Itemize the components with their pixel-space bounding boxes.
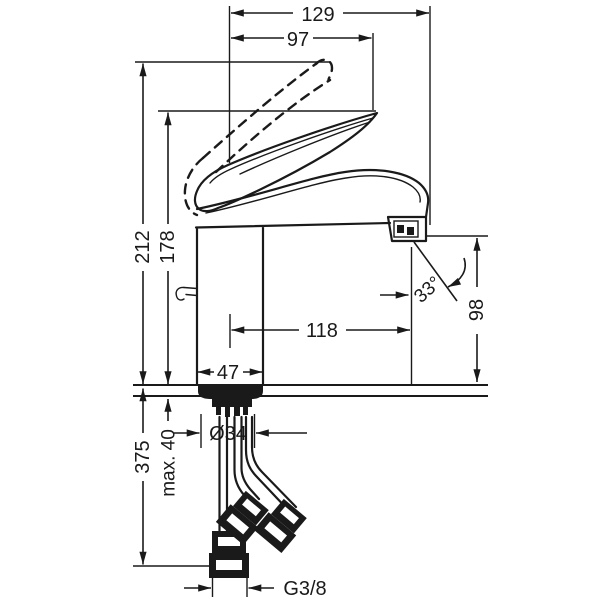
dim-label-handle-reach: 97 <box>287 29 309 51</box>
dimension-overall-height: 212 <box>132 63 154 385</box>
pop-up-rod <box>175 286 198 301</box>
hose-connector-angled-2 <box>253 498 307 553</box>
dimension-spout-height: 98 <box>466 237 488 383</box>
base-flange <box>198 386 263 417</box>
dimension-body-width: 47 <box>197 362 263 384</box>
dim-label-body-width: 47 <box>217 362 239 384</box>
body-outline <box>194 221 392 386</box>
dimension-overall-reach: 129 <box>230 4 430 26</box>
mounting-deck <box>133 384 488 397</box>
supply-hoses <box>209 415 307 578</box>
spout-outline <box>195 169 430 219</box>
dimension-handle-reach: 97 <box>230 29 372 51</box>
dimension-max-deck-thickness: max. 40 <box>159 398 180 497</box>
dim-label-overall-height: 212 <box>132 230 154 263</box>
dim-label-max-deck-thickness: max. 40 <box>159 429 180 497</box>
dimension-spout-reach: 118 <box>231 320 411 342</box>
hose-connector-angled-1 <box>215 490 269 545</box>
hose-angled-2 <box>244 415 298 515</box>
spout-highlight <box>205 175 421 214</box>
dim-label-spout-reach: 118 <box>306 320 338 342</box>
extension-lines <box>133 6 488 597</box>
handle-highlight <box>209 117 374 184</box>
dim-label-hose-length: 375 <box>132 440 154 473</box>
faucet-outline <box>175 58 430 578</box>
dimension-handle-height: 178 <box>157 112 179 385</box>
handle-outline <box>193 111 379 213</box>
dim-label-thread: G3/8 <box>283 578 326 600</box>
dim-label-handle-height: 178 <box>157 230 179 263</box>
dim-label-hole-diameter: Ø34 <box>209 423 247 445</box>
dimension-hole-diameter: Ø34 <box>174 423 307 445</box>
dimension-thread: G3/8 <box>184 578 327 600</box>
aerator <box>386 215 428 243</box>
dimension-hose-length: 375 <box>132 388 154 565</box>
hose-connector-straight <box>209 531 249 578</box>
dim-label-spout-height: 98 <box>466 299 488 321</box>
dimension-jet-angle: 33° <box>380 241 466 307</box>
dim-label-overall-reach: 129 <box>301 4 334 26</box>
dashed-handle-raised <box>183 58 334 217</box>
